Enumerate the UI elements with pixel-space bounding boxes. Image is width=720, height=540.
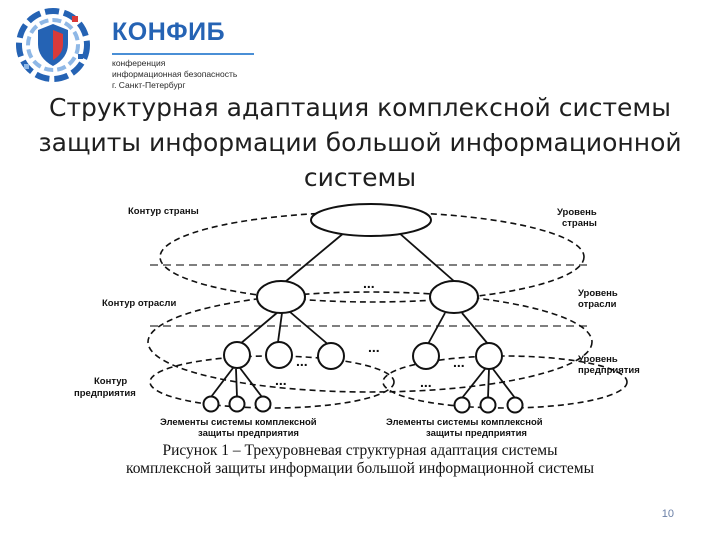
figure-caption-line: Рисунок 1 – Трехуровневая структурная ад… (162, 442, 558, 459)
label-contour-branch: Контур отрасли (102, 298, 176, 309)
node-element (254, 395, 272, 413)
contour-branch (147, 291, 593, 393)
label-contour-country: Контур страны (128, 206, 199, 217)
shield-emblem-icon (16, 8, 90, 82)
label-elements-left-1: Элементы системы комплексной (160, 417, 317, 428)
figure-caption-line: комплексной защиты информации большой ин… (125, 460, 595, 477)
ellipsis-mark: ... (363, 275, 375, 291)
brand-subtitle-line: г. Санкт-Петербург (112, 80, 186, 90)
contour-enterprise-left (149, 355, 395, 409)
node-enterprise (317, 342, 345, 370)
label-elements-left-2: защиты предприятия (198, 428, 299, 439)
ellipsis-mark: ... (296, 353, 308, 369)
node-element (506, 396, 524, 414)
node-element (202, 395, 220, 413)
ellipsis-mark: ... (275, 372, 287, 388)
label-level-country-1: Уровень (557, 207, 597, 218)
ellipsis-mark: ... (368, 339, 380, 355)
node-enterprise (223, 341, 251, 369)
brand-logo: КОНФИБ конференция информационная безопа… (14, 6, 254, 92)
node-element (228, 395, 246, 413)
slide-title: Структурная адаптация комплексной систем… (38, 93, 682, 192)
node-enterprise (265, 341, 293, 369)
brand-subtitle-line: информационная безопасность (112, 69, 238, 79)
node-enterprise (475, 342, 503, 370)
brand-divider (112, 53, 254, 55)
label-elements-right-2: защиты предприятия (426, 428, 527, 439)
node-element (453, 396, 471, 414)
node-branch-right (429, 280, 479, 314)
label-level-branch-1: Уровень (578, 288, 618, 299)
label-level-country-2: страны (562, 218, 597, 229)
label-level-branch-2: отрасли (578, 299, 617, 310)
figure-caption: Рисунок 1 – Трехуровневая структурная ад… (80, 442, 640, 478)
brand-subtitle-line: конференция (112, 58, 166, 68)
label-level-enterprise-1: Уровень (578, 354, 618, 365)
node-element (479, 396, 497, 414)
brand-subtitle: конференция информационная безопасность … (112, 58, 237, 91)
node-country (310, 203, 432, 237)
ellipsis-mark: ... (420, 374, 432, 390)
brand-name: КОНФИБ (112, 18, 226, 46)
node-enterprise (412, 342, 440, 370)
label-contour-enterprise-2: предприятия (74, 388, 136, 399)
node-branch-left (256, 280, 306, 314)
page-number: 10 (661, 508, 674, 520)
label-elements-right-1: Элементы системы комплексной (386, 417, 543, 428)
ellipsis-mark: ... (453, 354, 465, 370)
contour-country (159, 211, 585, 303)
label-contour-enterprise-1: Контур (94, 376, 127, 387)
contour-enterprise-right (382, 355, 628, 409)
label-level-enterprise-2: предприятия (578, 365, 640, 376)
